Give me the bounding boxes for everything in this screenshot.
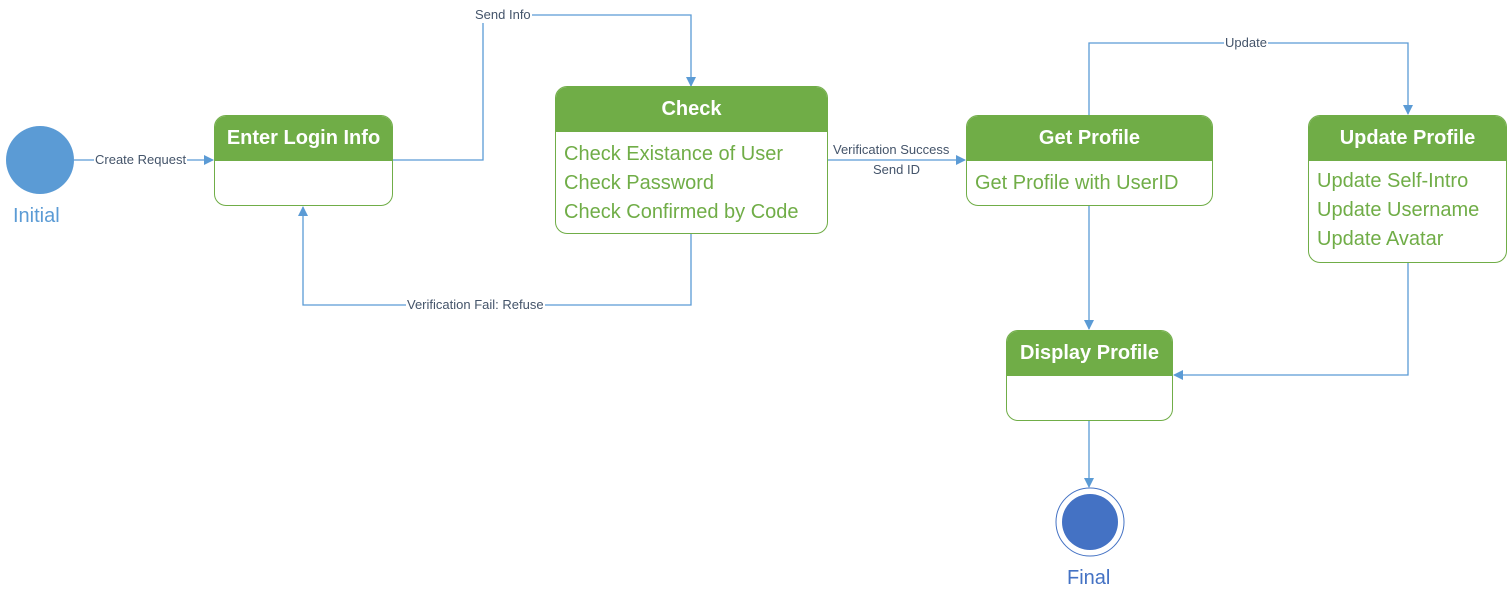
verification-fail-label: Verification Fail: Refuse: [406, 297, 545, 313]
final-state-label: Final: [1067, 567, 1111, 589]
state-get-profile-activity: Get Profile with UserID: [975, 172, 1179, 194]
state-update-profile-activity: Update Self-Intro: [1317, 170, 1469, 192]
update-connector[interactable]: [1088, 42, 1413, 115]
verification-success-label: Verification Success: [832, 142, 951, 158]
state-update-profile[interactable]: Update Profile Update Self-Intro Update …: [1308, 115, 1507, 263]
state-enter-login-info-body: [215, 161, 392, 167]
send-info-label: Send Info: [474, 7, 532, 23]
state-display-profile-body: [1007, 376, 1172, 382]
state-display-profile-title: Display Profile: [1007, 331, 1172, 376]
state-check-activity: Check Confirmed by Code: [564, 201, 799, 223]
state-update-profile-activity: Update Username: [1317, 199, 1480, 221]
final-state-node[interactable]: [1062, 494, 1118, 550]
update-to-display-connector[interactable]: [1173, 263, 1409, 380]
initial-state-node[interactable]: [6, 126, 74, 194]
state-check[interactable]: Check Check Existance of User Check Pass…: [555, 86, 828, 234]
state-check-title: Check: [556, 87, 827, 132]
state-update-profile-body: Update Self-Intro Update Username Update…: [1309, 161, 1506, 254]
state-update-profile-title: Update Profile: [1309, 116, 1506, 161]
state-check-activity: Check Existance of User: [564, 143, 783, 165]
state-display-profile[interactable]: Display Profile: [1006, 330, 1173, 421]
state-enter-login-info-title: Enter Login Info: [215, 116, 392, 161]
state-update-profile-activity: Update Avatar: [1317, 228, 1444, 250]
state-enter-login-info[interactable]: Enter Login Info: [214, 115, 393, 206]
state-get-profile-body: Get Profile with UserID: [967, 161, 1212, 198]
state-check-body: Check Existance of User Check Password C…: [556, 132, 827, 227]
state-get-profile-title: Get Profile: [967, 116, 1212, 161]
send-id-label: Send ID: [872, 162, 921, 178]
initial-state-label: Initial: [13, 205, 60, 227]
state-get-profile[interactable]: Get Profile Get Profile with UserID: [966, 115, 1213, 206]
create-request-label: Create Request: [94, 152, 188, 168]
state-check-activity: Check Password: [564, 172, 715, 194]
update-label: Update: [1224, 35, 1268, 51]
